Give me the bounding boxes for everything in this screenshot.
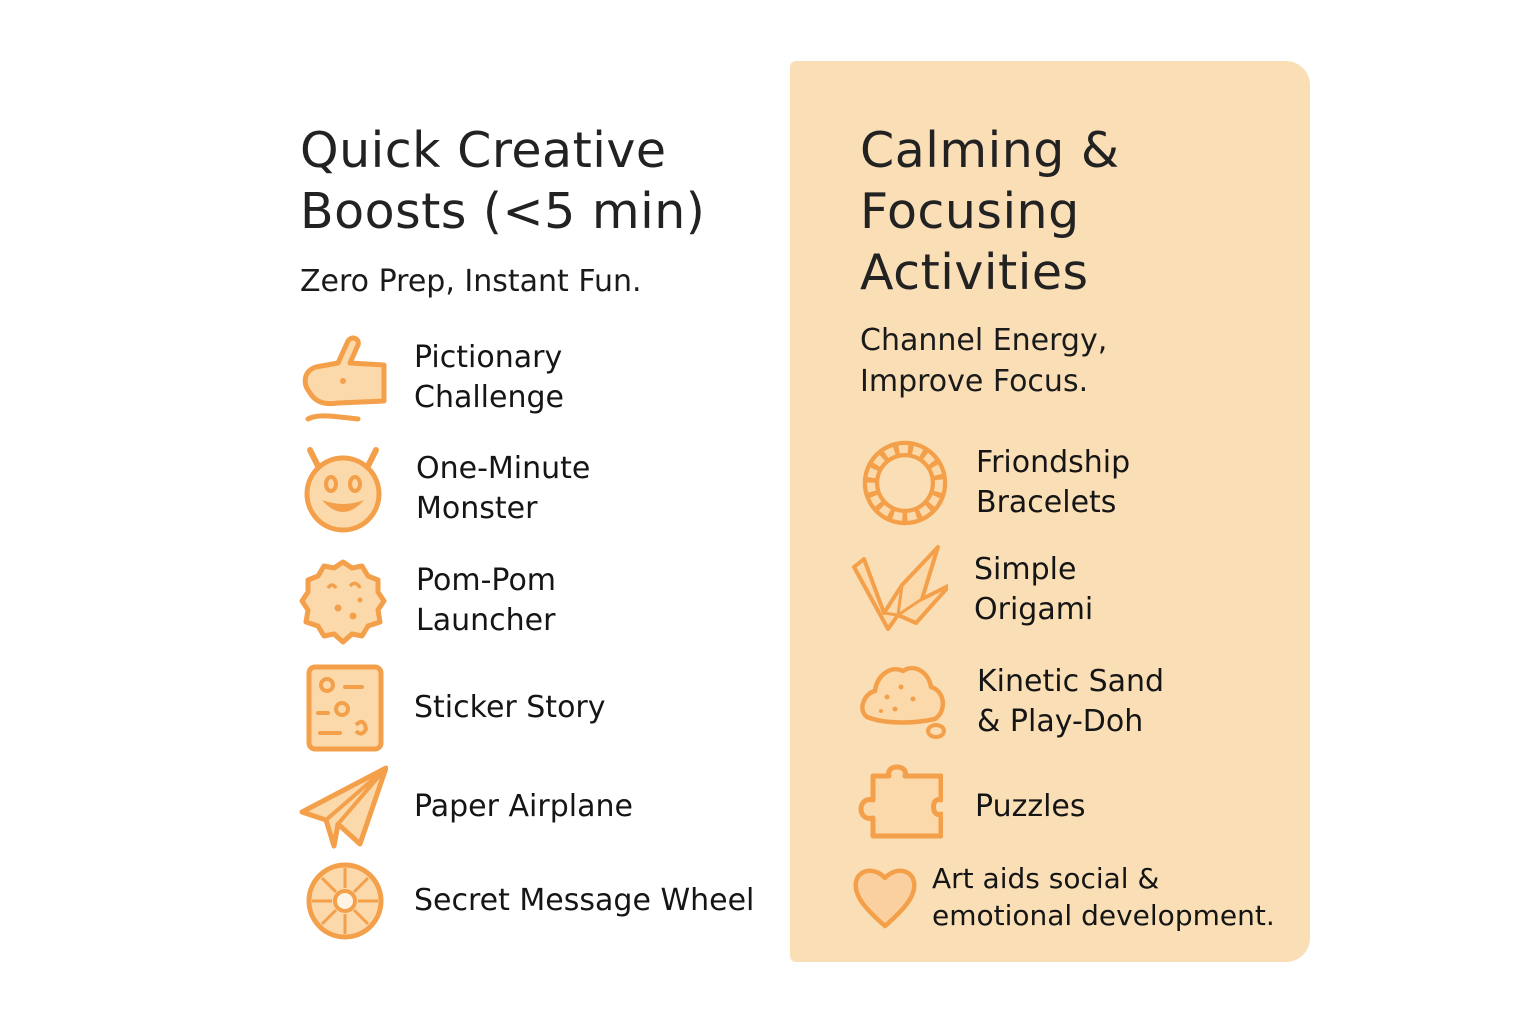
list-item-secret-message-wheel: Secret Message Wheel: [300, 856, 754, 946]
list-item-simple-origami: Simple Origami: [852, 545, 1093, 635]
right-title: Calming & Focusing Activities: [860, 122, 1120, 301]
note-social-emotional: Art aids social & emotional development.: [852, 860, 1275, 934]
list-item-pom-pom: Pom-Pom Launcher: [298, 556, 556, 646]
list-item-paper-airplane: Paper Airplane: [298, 762, 633, 852]
monster-face-icon: [298, 444, 388, 534]
list-item-kinetic-sand: Kinetic Sand & Play-Doh: [857, 657, 1164, 747]
item-label: One-Minute Monster: [416, 451, 591, 526]
left-subtitle: Zero Prep, Instant Fun.: [300, 264, 642, 299]
heart-icon: [852, 864, 918, 930]
item-label: Friondship Bracelets: [976, 445, 1131, 520]
list-item-puzzles: Puzzles: [853, 762, 1086, 852]
right-subtitle: Channel Energy, Improve Focus.: [860, 323, 1108, 399]
list-item-friendship-bracelets: Friondship Bracelets: [860, 438, 1130, 528]
item-label: Kinetic Sand & Play-Doh: [977, 664, 1165, 739]
origami-crane-icon: [852, 545, 948, 635]
note-label: Art aids social & emotional development.: [932, 862, 1275, 932]
item-label: Paper Airplane: [414, 789, 633, 824]
item-label: Sticker Story: [414, 690, 606, 725]
item-label: Puzzles: [975, 789, 1086, 824]
bracelet-icon: [860, 438, 950, 528]
sticker-sheet-icon: [300, 663, 390, 753]
item-label: Secret Message Wheel: [414, 883, 755, 918]
puzzle-piece-icon: [853, 762, 943, 852]
list-item-pictionary: Pictionary Challenge: [298, 333, 564, 423]
item-label: Pictionary Challenge: [414, 340, 564, 415]
hand-drawing-icon: [298, 333, 388, 423]
cipher-wheel-icon: [300, 856, 390, 946]
list-item-monster: One-Minute Monster: [298, 444, 590, 534]
left-title: Quick Creative Boosts (<5 min): [300, 122, 706, 240]
item-label: Simple Origami: [974, 552, 1094, 627]
item-label: Pom-Pom Launcher: [416, 563, 557, 638]
paper-airplane-icon: [298, 762, 388, 852]
sand-blob-icon: [857, 657, 947, 747]
pom-pom-icon: [298, 556, 388, 646]
list-item-sticker-story: Sticker Story: [300, 663, 606, 753]
